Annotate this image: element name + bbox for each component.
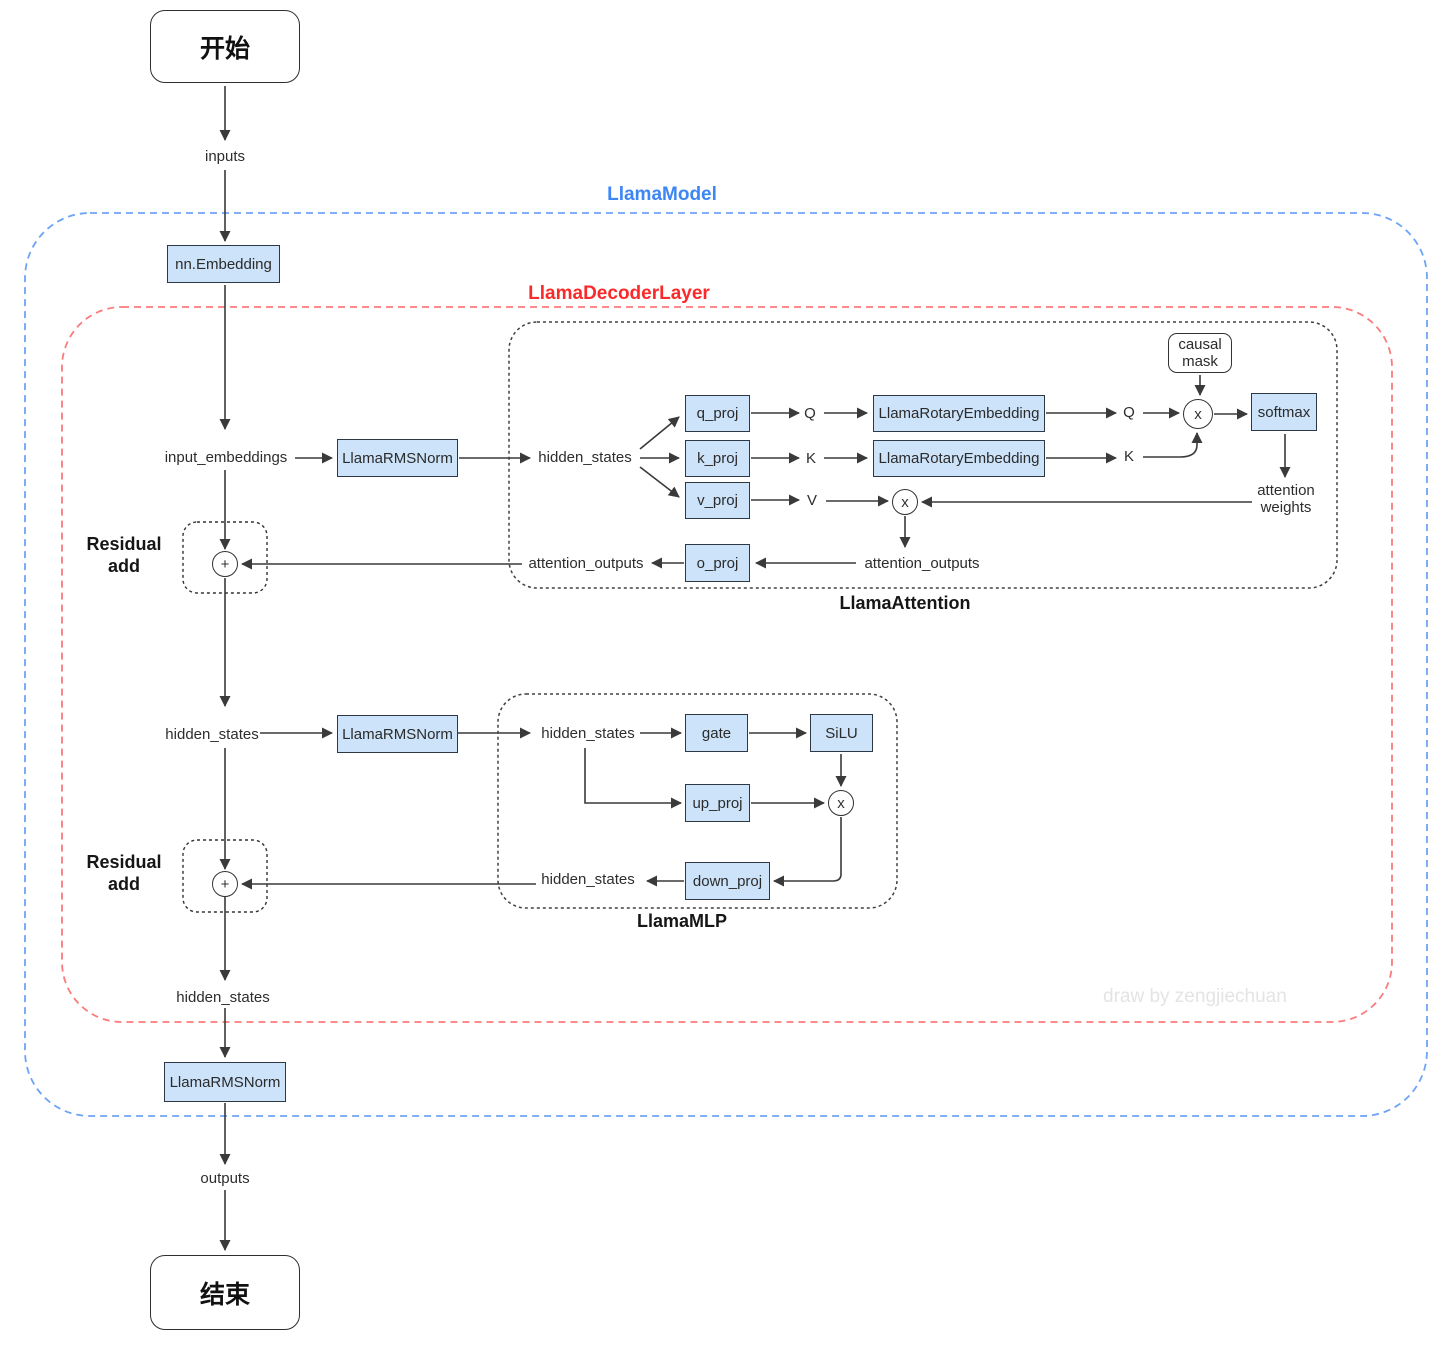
- llama-mlp-label: LlamaMLP: [636, 911, 728, 931]
- llama-attention-label: LlamaAttention: [839, 593, 971, 613]
- residual-add-label-2: Residual add: [86, 852, 162, 894]
- llama-model-outline: [24, 212, 1428, 1117]
- inputs-label: inputs: [204, 148, 246, 165]
- start-terminal: 开始: [150, 10, 300, 83]
- node-v-proj: v_proj: [685, 482, 750, 519]
- hidden-states-label-mlp-out: hidden_states: [541, 871, 635, 888]
- attention-weights-label: attention weights: [1257, 482, 1315, 516]
- node-rotary-embedding-q: LlamaRotaryEmbedding: [873, 395, 1045, 432]
- hidden-states-label-mlp-in: hidden_states: [541, 725, 635, 742]
- input-embeddings-label: input_embeddings: [164, 449, 288, 466]
- residual-add-label-1: Residual add: [86, 534, 162, 576]
- llama-decoder-layer-label: LlamaDecoderLayer: [528, 283, 710, 304]
- attention-outputs-label-right: attention_outputs: [864, 555, 980, 572]
- outputs-label: outputs: [200, 1170, 250, 1187]
- node-down-proj: down_proj: [685, 862, 770, 900]
- node-rmsnorm-attention: LlamaRMSNorm: [337, 439, 458, 477]
- add-operator-2: +: [212, 871, 238, 897]
- q-label-1: Q: [804, 405, 816, 422]
- node-gate: gate: [685, 714, 748, 752]
- llama-model-label: LlamaModel: [607, 184, 717, 205]
- node-k-proj: k_proj: [685, 440, 750, 477]
- hidden-states-label-final: hidden_states: [176, 989, 270, 1006]
- attention-outputs-label-left: attention_outputs: [528, 555, 644, 572]
- node-q-proj: q_proj: [685, 395, 750, 432]
- node-o-proj: o_proj: [685, 544, 750, 582]
- llama-decoder-layer-outline: [61, 306, 1393, 1023]
- end-terminal: 结束: [150, 1255, 300, 1330]
- node-silu: SiLU: [810, 714, 873, 752]
- multiply-operator-mlp: x: [828, 790, 854, 816]
- arrows: [219, 86, 1291, 1251]
- k-label-2: K: [1123, 448, 1134, 465]
- node-rotary-embedding-k: LlamaRotaryEmbedding: [873, 440, 1045, 477]
- node-softmax: softmax: [1251, 393, 1317, 431]
- llama-attention-outline: [508, 321, 1338, 589]
- multiply-operator-qk: x: [1183, 399, 1213, 429]
- node-nn-embedding: nn.Embedding: [167, 245, 280, 283]
- node-up-proj: up_proj: [685, 784, 750, 822]
- container-outlines: [24, 212, 1428, 1117]
- hidden-states-label-mid: hidden_states: [165, 726, 259, 743]
- k-label-1: K: [805, 450, 816, 467]
- node-rmsnorm-final: LlamaRMSNorm: [164, 1062, 286, 1102]
- watermark-text: draw by zengjiechuan: [1103, 986, 1287, 1007]
- add-operator-1: +: [212, 551, 238, 577]
- q-label-2: Q: [1123, 404, 1135, 421]
- multiply-operator-v: x: [892, 489, 918, 515]
- node-rmsnorm-mlp: LlamaRMSNorm: [337, 715, 458, 753]
- v-label: V: [806, 492, 817, 509]
- hidden-states-label-attn-in: hidden_states: [538, 449, 632, 466]
- node-causal-mask: causal mask: [1168, 333, 1232, 373]
